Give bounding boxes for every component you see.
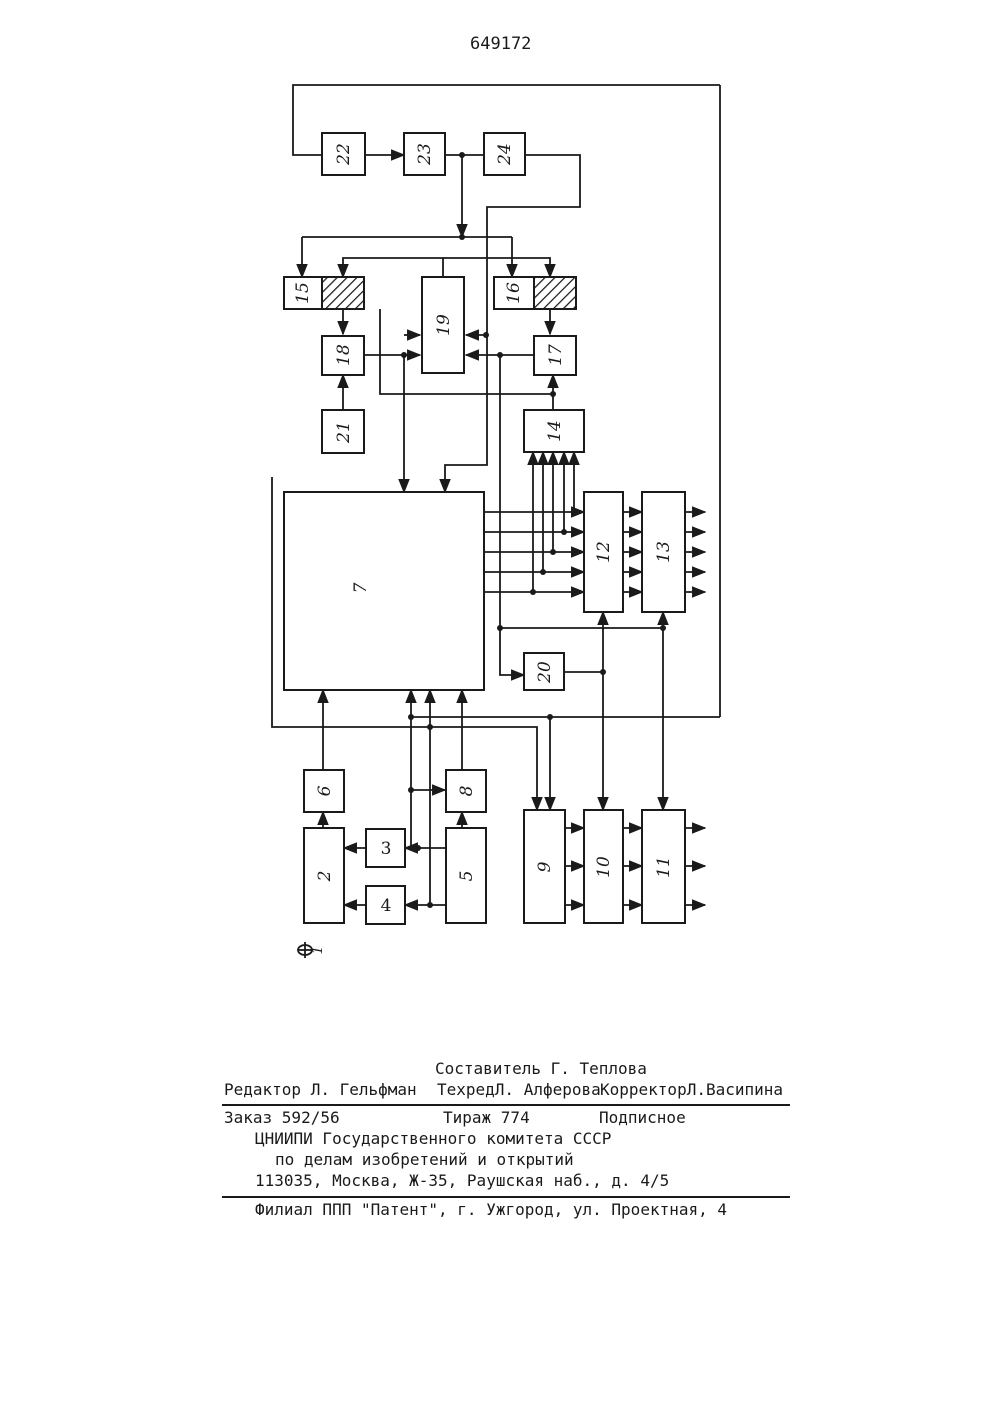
block-19: 19 [422,277,464,373]
block-label: 15 [293,282,313,304]
block-label: 1 [310,946,326,955]
block-14: 14 [524,410,584,452]
corrector-line: КорректорЛ.Васипина [600,1080,783,1099]
block-label: 14 [545,420,565,442]
block-label: 4 [381,896,392,916]
block-5: 5 [446,828,486,923]
block-label: 6 [315,785,335,796]
block-label: 10 [594,856,614,878]
block-3: 3 [366,829,405,867]
block-18: 18 [322,336,364,375]
block-23: 23 [404,133,445,175]
block-13: 13 [642,492,685,612]
circulation: Тираж 774 [443,1108,530,1127]
block-7: 7 [284,492,484,690]
techred-line: ТехредЛ. Алферова [437,1080,601,1099]
org-line-1: ЦНИИПИ Государственного комитета СССР [255,1129,611,1148]
block-label: 20 [535,661,555,684]
block-label: 16 [504,282,524,304]
block-6: 6 [304,770,344,812]
block-12: 12 [584,492,623,612]
block-11: 11 [642,810,685,923]
block-label: 9 [535,861,555,872]
compiler-line: Составитель Г. Теплова [435,1059,647,1078]
block-label: 22 [334,143,354,166]
order-number: Заказ 592/56 [224,1108,340,1127]
block-label: 19 [434,314,454,336]
block-label: 11 [654,856,674,878]
block-10: 10 [584,810,623,923]
editor-line: Редактор Л. Гельфман [224,1080,417,1099]
block-label: 18 [334,344,354,366]
block-24: 24 [484,133,525,175]
block-20: 20 [524,653,564,690]
divider-bottom [222,1196,790,1198]
block-9: 9 [524,810,565,923]
block-label: 2 [315,871,335,883]
block-2: 2 [304,828,344,923]
block-21: 21 [322,410,364,453]
block-label: 21 [334,421,354,444]
block-label: 8 [457,785,477,796]
block-label: 5 [457,871,477,882]
block-label: 17 [546,344,566,366]
address-line: 113035, Москва, Ж-35, Раушская наб., д. … [255,1171,669,1190]
block-label: 7 [351,582,371,593]
block-diagram: 22 23 24 15 16 19 18 17 21 14 7 12 13 20… [0,0,1000,1000]
block-label: 24 [495,143,515,166]
block-16: 16 [494,277,576,309]
divider-top [222,1104,790,1106]
block-label: 23 [415,143,435,166]
block-label: 13 [654,541,674,563]
lens-element-1: 1 [298,942,326,958]
block-15: 15 [284,277,364,309]
branch-line: Филиал ППП "Патент", г. Ужгород, ул. Про… [255,1200,727,1219]
block-label: 12 [594,541,614,563]
block-4: 4 [366,886,405,924]
block-22: 22 [322,133,365,175]
block-17: 17 [534,336,576,375]
subscription: Подписное [599,1108,686,1127]
block-8: 8 [446,770,486,812]
org-line-2: по делам изобретений и открытий [275,1150,574,1169]
block-label: 3 [381,839,392,859]
